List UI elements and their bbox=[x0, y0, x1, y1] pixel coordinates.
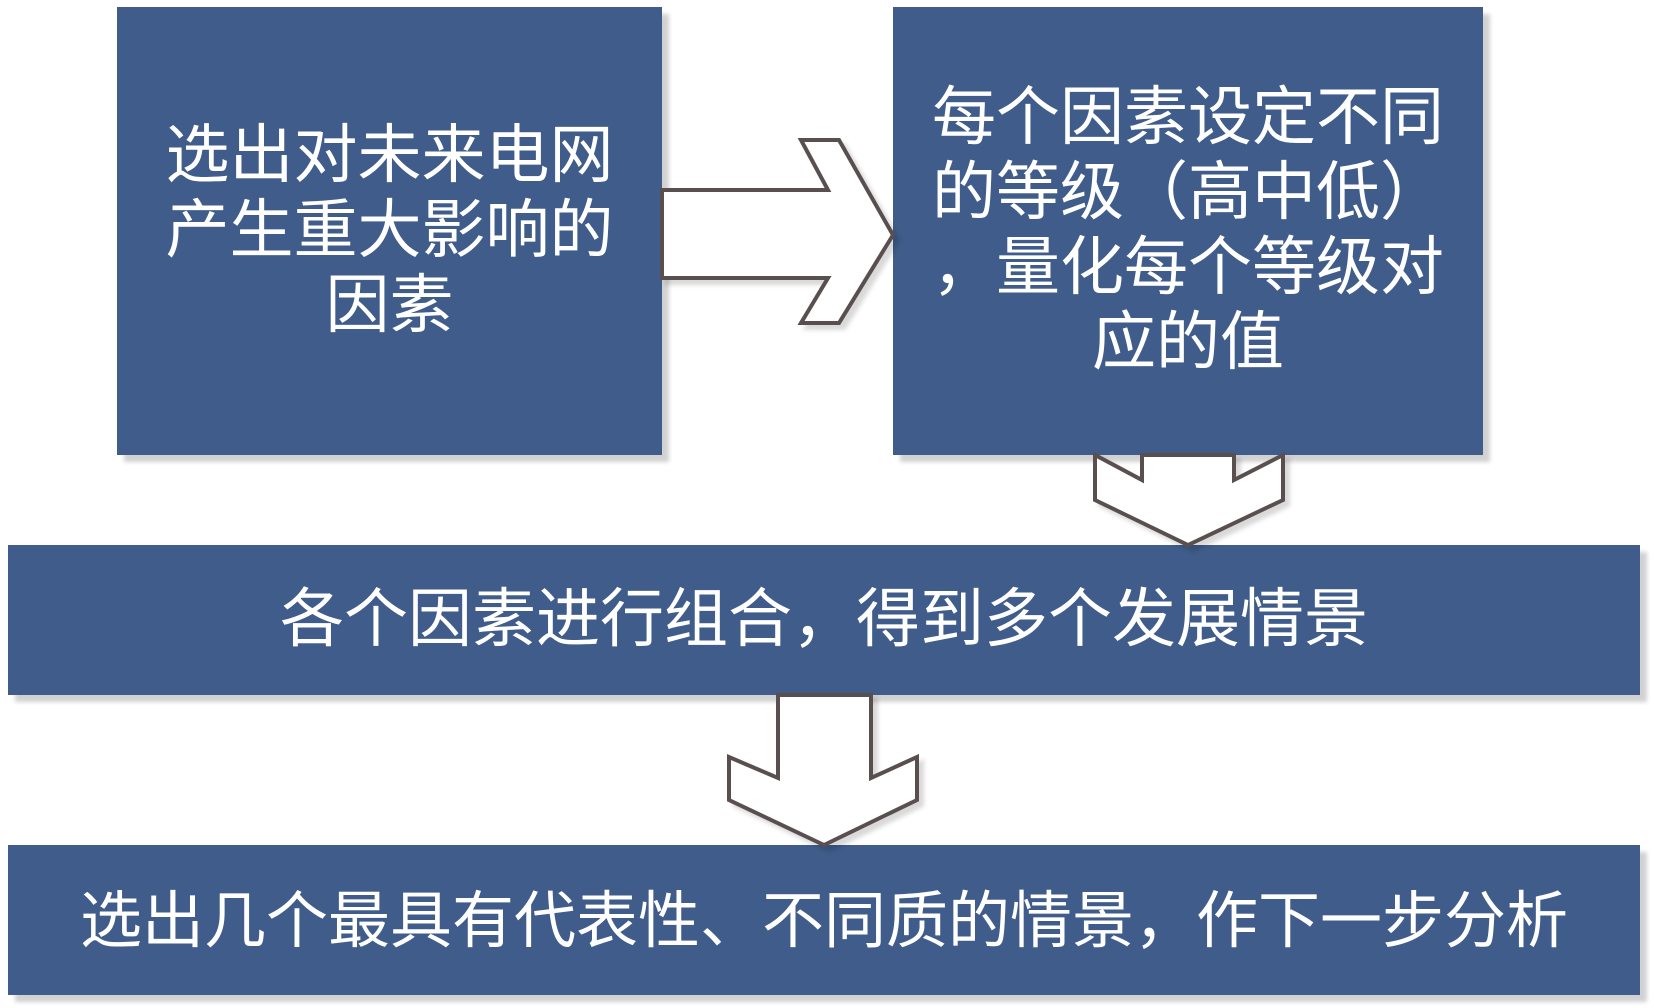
step-2-box: 每个因素设定不同 的等级（高中低） ，量化每个等级对 应的值 bbox=[893, 7, 1483, 455]
step-4-text: 选出几个最具有代表性、不同质的情景，作下一步分析 bbox=[79, 883, 1568, 957]
step-3-text: 各个因素进行组合，得到多个发展情景 bbox=[280, 582, 1368, 657]
step-3-box: 各个因素进行组合，得到多个发展情景 bbox=[8, 545, 1640, 695]
down-arrow-icon-1 bbox=[1093, 451, 1285, 548]
step-4-box: 选出几个最具有代表性、不同质的情景，作下一步分析 bbox=[8, 845, 1640, 995]
right-arrow-icon bbox=[660, 138, 896, 325]
step-1-text: 选出对未来电网 产生重大影响的 因素 bbox=[165, 118, 614, 343]
step-2-text: 每个因素设定不同 的等级（高中低） ，量化每个等级对 应的值 bbox=[932, 81, 1444, 380]
down-arrow-icon-2 bbox=[727, 693, 919, 848]
step-1-box: 选出对未来电网 产生重大影响的 因素 bbox=[117, 7, 662, 455]
